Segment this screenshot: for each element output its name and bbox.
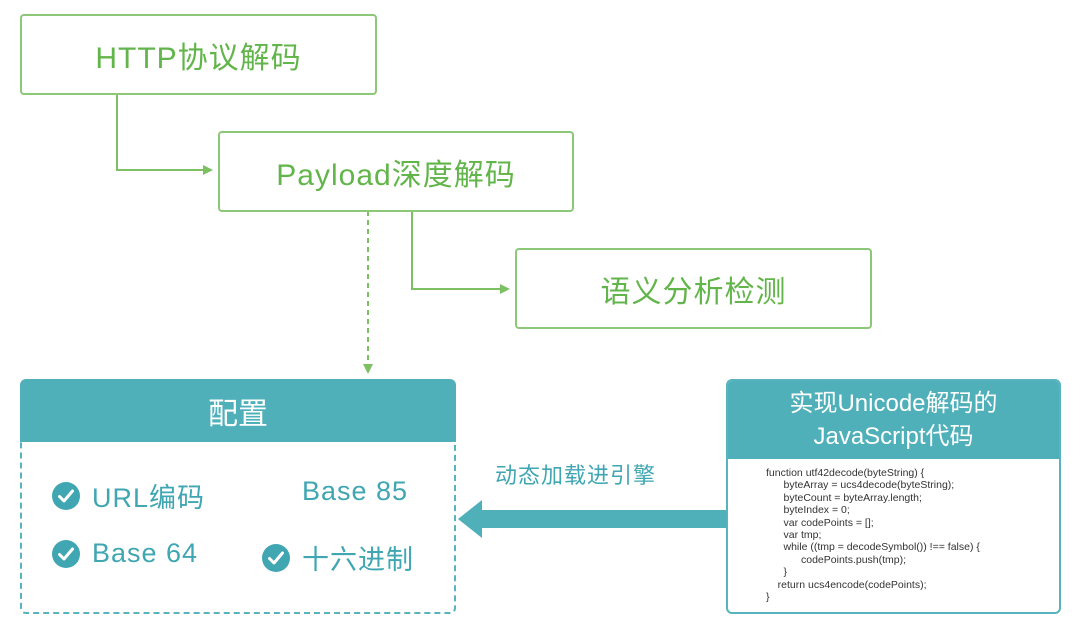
payload-decode-box: Payload深度解码: [218, 131, 574, 212]
http-decode-label: HTTP协议解码: [95, 41, 302, 75]
code-line: while ((tmp = decodeSymbol()) !== false)…: [766, 541, 980, 554]
check-circle-icon: [52, 481, 80, 510]
engine-load-label: 动态加载进引擎: [495, 463, 657, 488]
arrow-http-to-payload: [116, 94, 213, 175]
code-line: byteArray = ucs4decode(byteString);: [766, 479, 955, 492]
config-header: 配置: [20, 379, 456, 442]
http-decode-box: HTTP协议解码: [20, 14, 377, 95]
check-circle-icon: [262, 543, 290, 572]
config-item-label: URL编码: [92, 483, 206, 513]
payload-decode-label: Payload深度解码: [276, 158, 516, 192]
arrow-code-to-config: [458, 500, 726, 538]
code-line: byteIndex = 0;: [766, 504, 850, 517]
code-line: function utf42decode(byteString) {: [766, 467, 925, 479]
semantic-detect-box: 语义分析检测: [515, 248, 872, 329]
config-item-hex: 十六进制: [262, 538, 414, 577]
arrow-payload-to-semantic: [411, 211, 510, 294]
code-line: }: [766, 591, 770, 604]
config-item-label: Base 85: [302, 476, 409, 506]
code-line: byteCount = byteArray.length;: [766, 491, 922, 504]
semantic-detect-label: 语义分析检测: [600, 275, 787, 309]
code-line: return ucs4encode(codePoints);: [766, 578, 927, 591]
config-item-label: Base 64: [92, 538, 199, 568]
config-item-base64: Base 64: [52, 538, 198, 569]
js-code-panel: 实现Unicode解码的 JavaScript代码 function utf42…: [726, 379, 1061, 614]
js-code-title-line2: JavaScript代码: [813, 423, 974, 450]
code-line: var tmp;: [766, 529, 822, 542]
js-code-header: 实现Unicode解码的 JavaScript代码: [728, 381, 1059, 459]
config-title: 配置: [208, 397, 268, 431]
code-line: codePoints.push(tmp);: [766, 553, 907, 566]
config-item-base85: Base 85: [302, 476, 408, 507]
check-circle-icon: [52, 539, 80, 568]
code-line: var codePoints = [];: [766, 516, 874, 529]
code-line: }: [766, 566, 788, 579]
js-code-body: function utf42decode(byteString) { byteA…: [728, 459, 1059, 603]
config-item-label: 十六进制: [302, 545, 414, 575]
config-item-url-encoding: URL编码: [52, 476, 205, 515]
js-code-title-line1: 实现Unicode解码的: [789, 390, 998, 417]
